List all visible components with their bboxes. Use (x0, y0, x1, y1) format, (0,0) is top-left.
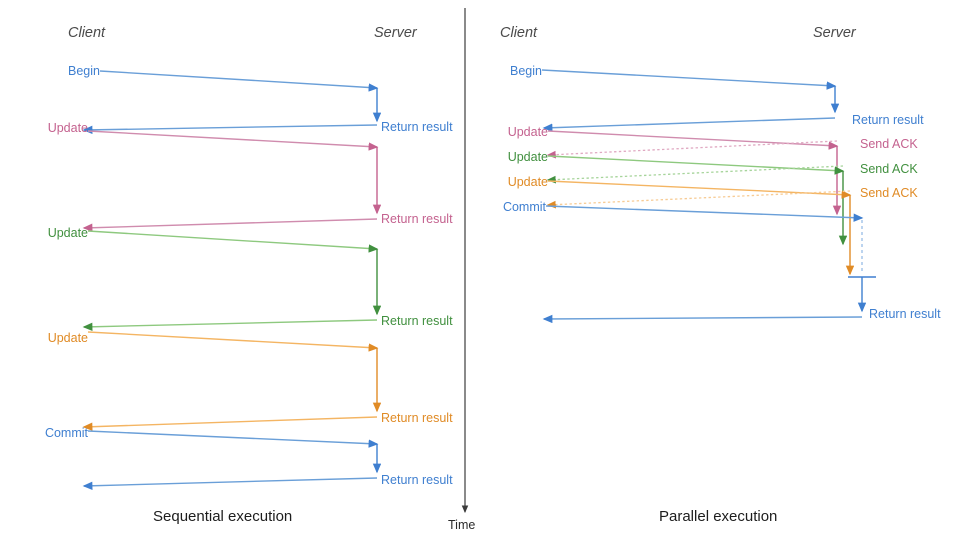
flow-update-1 (546, 130, 842, 216)
flow-commit (542, 205, 876, 324)
label-return-result-u1-seq: Return result (381, 211, 453, 226)
label-return-result-commit-par: Return result (869, 306, 941, 321)
caption-parallel: Parallel execution (659, 508, 778, 525)
flow-update-3 (82, 331, 382, 431)
label-return-result-begin-par: Return result (852, 112, 924, 127)
label-update-2-parallel: Update (507, 149, 548, 164)
label-update-2-sequential: Update (47, 225, 88, 240)
label-commit-sequential: Commit (44, 425, 88, 440)
label-send-ack-1: Send ACK (860, 136, 918, 151)
label-return-result-commit-seq: Return result (381, 472, 453, 487)
flow-begin (82, 70, 382, 135)
time-axis-label: Time (448, 518, 476, 532)
flow-begin (541, 69, 840, 132)
label-begin-parallel: Begin (510, 63, 542, 78)
lane-title-client-sequential: Client (68, 25, 106, 41)
lane-title-server-sequential: Server (374, 25, 417, 41)
panel-sequential-flows (82, 70, 382, 490)
label-return-result-begin-seq: Return result (381, 119, 453, 134)
flow-commit (82, 430, 382, 490)
label-update-1-sequential: Update (47, 120, 88, 135)
flow-update-2 (82, 230, 382, 331)
label-return-result-u3-seq: Return result (381, 410, 453, 425)
label-update-1-parallel: Update (507, 124, 548, 139)
flow-update-3 (546, 180, 855, 276)
label-begin-sequential: Begin (68, 63, 100, 78)
label-update-3-parallel: Update (507, 174, 548, 189)
label-commit-parallel: Commit (502, 199, 546, 214)
label-send-ack-2: Send ACK (860, 161, 918, 176)
label-send-ack-3: Send ACK (860, 185, 918, 200)
flow-update-2 (546, 155, 848, 246)
flow-update-1 (82, 130, 382, 232)
caption-sequential: Sequential execution (153, 508, 293, 525)
lane-title-server-parallel: Server (813, 25, 856, 41)
label-update-3-sequential: Update (47, 330, 88, 345)
label-return-result-u2-seq: Return result (381, 313, 453, 328)
lane-title-client-parallel: Client (500, 25, 538, 41)
panel-parallel-flows (541, 69, 876, 324)
